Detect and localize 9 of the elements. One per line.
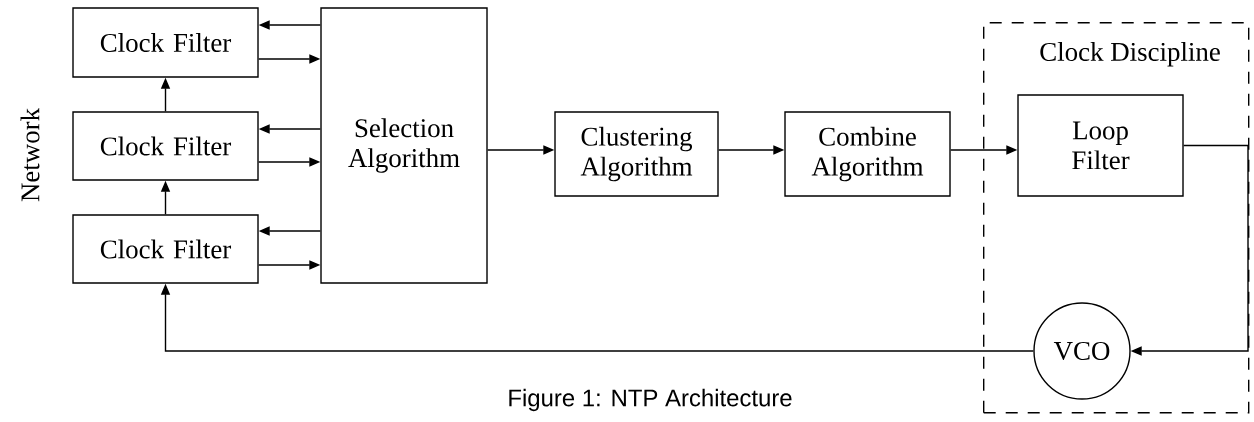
- filter-box: Clock Filter: [72, 111, 259, 181]
- process-box: Combine Algorithm: [784, 111, 951, 197]
- filter-box: Clock Filter: [72, 214, 259, 284]
- filter-box: Clock Filter: [72, 7, 259, 78]
- process-box: Selection Algorithm: [320, 7, 488, 284]
- process-box: Clustering Algorithm: [554, 111, 719, 197]
- filter-box: Loop Filter: [1017, 94, 1184, 197]
- side-label: Network: [20, 107, 40, 202]
- caption: Figure 1: NTP Architecture: [509, 388, 792, 412]
